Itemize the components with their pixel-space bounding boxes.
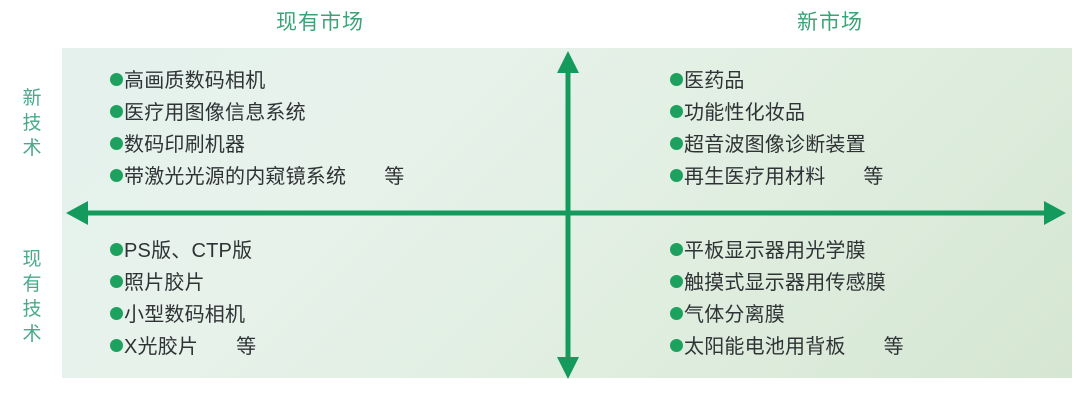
item-suffix: 等 [883, 336, 904, 358]
item-label: 功能性化妆品 [684, 102, 806, 124]
item-label: 小型数码相机 [124, 304, 246, 326]
list-item: 再生医疗用材料 等 [670, 161, 883, 193]
item-list: PS版、CTP版 照片胶片 小型数码相机 X光胶片 等 [110, 235, 256, 363]
bullet-icon [110, 73, 123, 86]
matrix-panel: 高画质数码相机 医疗用图像信息系统 数码印刷机器 带激光光源的内窥镜系统 等 [62, 48, 1072, 378]
item-label: 照片胶片 [124, 272, 205, 294]
bullet-icon [670, 105, 683, 118]
quadrant-new-tech-existing-market: 高画质数码相机 医疗用图像信息系统 数码印刷机器 带激光光源的内窥镜系统 等 [62, 48, 568, 213]
item-suffix: 等 [384, 166, 405, 188]
list-item: X光胶片 等 [110, 331, 256, 363]
row-label-existing-technology: 现 有 技 术 [12, 247, 52, 347]
bullet-icon [670, 339, 683, 352]
item-label: 平板显示器用光学膜 [684, 240, 866, 262]
item-label: 太阳能电池用背板 [684, 336, 846, 358]
list-item: 带激光光源的内窥镜系统 等 [110, 161, 404, 193]
list-item: 照片胶片 [110, 267, 256, 299]
quadrant-new-tech-new-market: 医药品 功能性化妆品 超音波图像诊断装置 再生医疗用材料 等 [568, 48, 1072, 213]
item-list: 平板显示器用光学膜 触摸式显示器用传感膜 气体分离膜 太阳能电池用背板 等 [670, 235, 904, 363]
bullet-icon [670, 73, 683, 86]
row-label-char: 术 [22, 324, 42, 345]
item-label: 医疗用图像信息系统 [124, 102, 306, 124]
bullet-icon [110, 105, 123, 118]
item-label: 医药品 [684, 70, 745, 92]
bullet-icon [670, 169, 683, 182]
item-label: 数码印刷机器 [124, 134, 246, 156]
list-item: 太阳能电池用背板 等 [670, 331, 904, 363]
bullet-icon [110, 275, 123, 288]
list-item: 气体分离膜 [670, 299, 904, 331]
row-label-char: 有 [22, 274, 42, 295]
bullet-icon [670, 275, 683, 288]
column-header-new-market: 新市场 [797, 11, 863, 34]
item-label: 超音波图像诊断装置 [684, 134, 866, 156]
list-item: 医药品 [670, 65, 883, 97]
item-suffix: 等 [863, 166, 884, 188]
list-item: 小型数码相机 [110, 299, 256, 331]
list-item: 高画质数码相机 [110, 65, 404, 97]
row-label-char: 新 [22, 88, 42, 109]
item-label: 气体分离膜 [684, 304, 785, 326]
list-item: PS版、CTP版 [110, 235, 256, 267]
row-label-char: 技 [22, 299, 42, 320]
row-label-char: 术 [22, 138, 42, 159]
quadrant-existing-tech-existing-market: PS版、CTP版 照片胶片 小型数码相机 X光胶片 等 [62, 213, 568, 378]
bullet-icon [110, 339, 123, 352]
item-list: 高画质数码相机 医疗用图像信息系统 数码印刷机器 带激光光源的内窥镜系统 等 [110, 65, 404, 193]
bullet-icon [670, 137, 683, 150]
bullet-icon [110, 169, 123, 182]
list-item: 数码印刷机器 [110, 129, 404, 161]
item-label: X光胶片 [124, 336, 199, 358]
list-item: 平板显示器用光学膜 [670, 235, 904, 267]
quadrant-existing-tech-new-market: 平板显示器用光学膜 触摸式显示器用传感膜 气体分离膜 太阳能电池用背板 等 [568, 213, 1072, 378]
list-item: 超音波图像诊断装置 [670, 129, 883, 161]
item-list: 医药品 功能性化妆品 超音波图像诊断装置 再生医疗用材料 等 [670, 65, 883, 193]
item-label: PS版、CTP版 [124, 240, 253, 262]
list-item: 医疗用图像信息系统 [110, 97, 404, 129]
list-item: 触摸式显示器用传感膜 [670, 267, 904, 299]
bullet-icon [110, 243, 123, 256]
item-label: 高画质数码相机 [124, 70, 266, 92]
row-label-char: 技 [22, 113, 42, 134]
bullet-icon [670, 243, 683, 256]
column-header-existing-market: 现有市场 [276, 11, 364, 34]
item-label: 带激光光源的内窥镜系统 [124, 166, 347, 188]
bullet-icon [110, 137, 123, 150]
bullet-icon [670, 307, 683, 320]
row-label-new-technology: 新 技 术 [12, 86, 52, 161]
item-suffix: 等 [236, 336, 257, 358]
row-label-char: 现 [22, 249, 42, 270]
bullet-icon [110, 307, 123, 320]
item-label: 触摸式显示器用传感膜 [684, 272, 886, 294]
list-item: 功能性化妆品 [670, 97, 883, 129]
item-label: 再生医疗用材料 [684, 166, 826, 188]
